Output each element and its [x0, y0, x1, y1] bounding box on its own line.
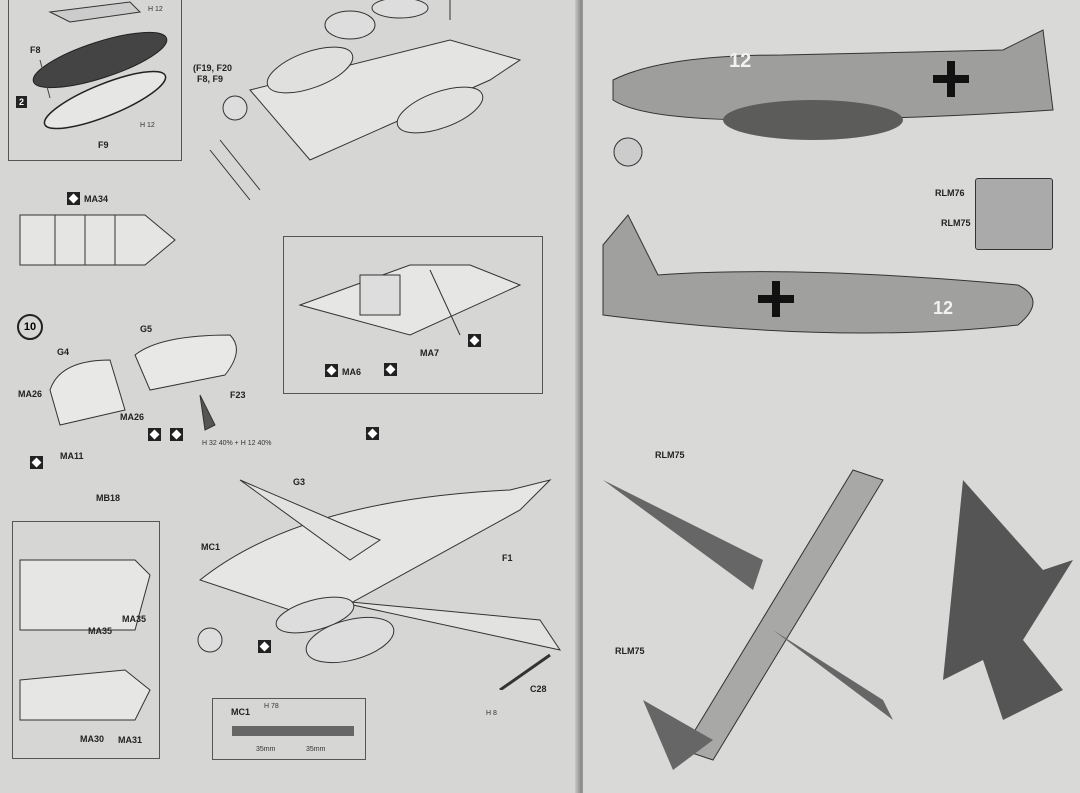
- part-label-MB18: MB18: [96, 493, 121, 503]
- color-code-rlm76: RLM76: [935, 188, 965, 198]
- part-label-F8: F8: [30, 45, 41, 55]
- part-label-MA31: MA31: [118, 735, 143, 745]
- antenna-measure-box: [212, 698, 366, 760]
- aircraft-profile-top: [612, 29, 1054, 167]
- part-label-MA7: MA7: [420, 348, 440, 358]
- symbol-icon: [384, 363, 397, 376]
- part-label-MA26: MA26: [18, 389, 43, 399]
- part-label-F1: F1: [502, 553, 513, 563]
- symbol-icon: [258, 640, 271, 653]
- canopy-drawing: [49, 334, 237, 431]
- part-label-F8-F9: F8, F9: [197, 74, 224, 84]
- antenna-rod: [232, 726, 354, 736]
- paint-code-h8: H 8: [486, 710, 497, 717]
- camouflage-swatch: [975, 178, 1053, 250]
- part-label-MA6: MA6: [342, 367, 362, 377]
- fuselage-underside-drawing: [209, 0, 522, 201]
- part-label-G3: G3: [293, 477, 306, 487]
- part-label-MA26: MA26: [120, 412, 145, 422]
- aircraft-planview: [603, 469, 893, 770]
- part-label-MA34: MA34: [84, 194, 109, 204]
- aircraft-number: 12: [729, 50, 752, 72]
- part-label-MC1: MC1: [231, 707, 251, 717]
- cockpit-interior-drawing: [298, 264, 522, 336]
- left-instruction-page: F8 F9 H 12 H 12 2 (F19, F20 F8, F9 MA34: [0, 0, 580, 793]
- main-fuselage-drawing: [197, 479, 562, 690]
- paint-code-h12: H 12: [148, 6, 163, 13]
- cockpit-sidewall-drawing: [19, 559, 151, 721]
- drop-tank-drawing: [32, 1, 168, 130]
- step-number-badge: 10: [17, 314, 43, 340]
- aircraft-profile-middle: [602, 214, 1034, 334]
- part-label-MA35: MA35: [122, 614, 147, 624]
- measure-left: 35mm: [256, 746, 276, 753]
- paint-mix-code: H 32 40% + H 12 40%: [202, 440, 272, 447]
- right-marking-page: 12 RLM76 RLM75 12 RLM75 RLM75: [583, 0, 1080, 793]
- symbol-icon: [148, 428, 161, 441]
- part-label-MA11: MA11: [60, 451, 84, 461]
- symbol-icon: [67, 192, 80, 205]
- paint-code-h78: H 78: [264, 703, 279, 710]
- part-label-MA35: MA35: [88, 626, 113, 636]
- color-code-rlm75: RLM75: [615, 646, 645, 656]
- color-code-rlm75: RLM75: [941, 218, 971, 228]
- step-badge: 2: [16, 96, 28, 108]
- fuel-tank-subassembly-box: [8, 0, 182, 161]
- part-label-C28: C28: [530, 684, 547, 694]
- symbol-icon: [170, 428, 183, 441]
- symbol-icon: [468, 334, 481, 347]
- paint-code-h12: H 12: [140, 122, 155, 129]
- part-label-F9: F9: [98, 140, 109, 150]
- part-label-F19-F20: (F19, F20: [193, 63, 233, 73]
- part-label-G4: G4: [57, 347, 70, 357]
- measure-right: 35mm: [306, 746, 326, 753]
- symbol-icon: [366, 427, 379, 440]
- part-label-F23: F23: [230, 390, 246, 400]
- part-label-G5: G5: [140, 324, 153, 334]
- cockpit-floor-drawing: [19, 214, 176, 266]
- part-label-MC1: MC1: [201, 542, 221, 552]
- symbol-icon: [325, 364, 338, 377]
- aircraft-planview-right: [943, 480, 1073, 720]
- symbol-icon: [30, 456, 43, 469]
- aircraft-number: 12: [933, 298, 954, 318]
- part-label-MA30: MA30: [80, 734, 105, 744]
- cockpit-sides-box: [12, 521, 160, 759]
- cockpit-detail-box: [283, 236, 543, 394]
- color-code-rlm75: RLM75: [655, 450, 685, 460]
